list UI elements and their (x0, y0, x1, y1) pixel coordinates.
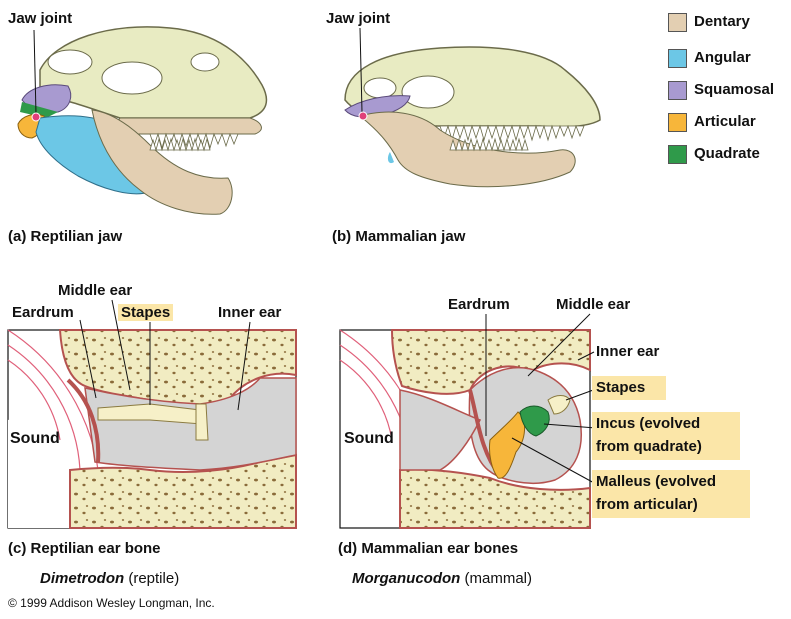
c-genus: Dimetrodon (40, 570, 124, 587)
legend-item-articular: Articular (668, 112, 791, 134)
a-caption: (a) Reptilian jaw (8, 228, 122, 245)
d-genus: Morganucodon (352, 570, 460, 587)
squamosal-swatch (668, 81, 687, 100)
d-note: (mammal) (465, 570, 533, 587)
d-malleus-label-1: Malleus (evolved (596, 473, 716, 490)
legend-label: Articular (694, 113, 756, 130)
legend-label: Squamosal (694, 81, 774, 98)
mammalian-ear-diagram (340, 330, 590, 528)
dentary-swatch (668, 13, 687, 32)
copyright-text: © 1999 Addison Wesley Longman, Inc. (8, 596, 215, 610)
angular-swatch (668, 49, 687, 68)
d-middle-ear-label: Middle ear (556, 296, 630, 313)
d-caption: (d) Mammalian ear bones (338, 540, 518, 557)
d-malleus-label-2: from articular) (596, 496, 698, 513)
legend-item-quadrate: Quadrate (668, 144, 791, 166)
c-caption: (c) Reptilian ear bone (8, 540, 161, 557)
c-species: Dimetrodon (reptile) (40, 570, 179, 587)
mammalian-jaw-joint-marker (359, 112, 367, 120)
legend-item-angular: Angular (668, 48, 791, 70)
c-eardrum-label: Eardrum (12, 304, 74, 321)
c-sound-label: Sound (10, 430, 60, 448)
b-jaw-joint-label: Jaw joint (326, 10, 390, 27)
c-inner-ear-label: Inner ear (218, 304, 281, 321)
mammalian-angular (388, 152, 394, 163)
c-note: (reptile) (128, 570, 179, 587)
d-eardrum-label: Eardrum (448, 296, 510, 313)
quadrate-swatch (668, 145, 687, 164)
c-stapes-text: Stapes (118, 304, 173, 321)
d-stapes-label: Stapes (596, 379, 645, 396)
reptilian-ear-diagram (8, 330, 296, 528)
reptilian-jaw-joint-marker (32, 113, 40, 121)
d-incus-label-2: from quadrate) (596, 438, 702, 455)
c-middle-ear-label: Middle ear (58, 282, 132, 299)
d-inner-ear-label: Inner ear (596, 343, 659, 360)
c-stapes-label: Stapes (118, 304, 173, 321)
d-incus-label-1: Incus (evolved (596, 415, 700, 432)
legend-item-squamosal: Squamosal (668, 80, 791, 102)
legend-label: Angular (694, 49, 751, 66)
b-caption: (b) Mammalian jaw (332, 228, 465, 245)
legend-label: Dentary (694, 13, 750, 30)
legend-item-dentary: Dentary (668, 12, 791, 34)
d-sound-label: Sound (344, 430, 394, 448)
a-jaw-joint-label: Jaw joint (8, 10, 72, 27)
articular-swatch (668, 113, 687, 132)
d-species: Morganucodon (mammal) (352, 570, 532, 587)
legend-label: Quadrate (694, 145, 760, 162)
